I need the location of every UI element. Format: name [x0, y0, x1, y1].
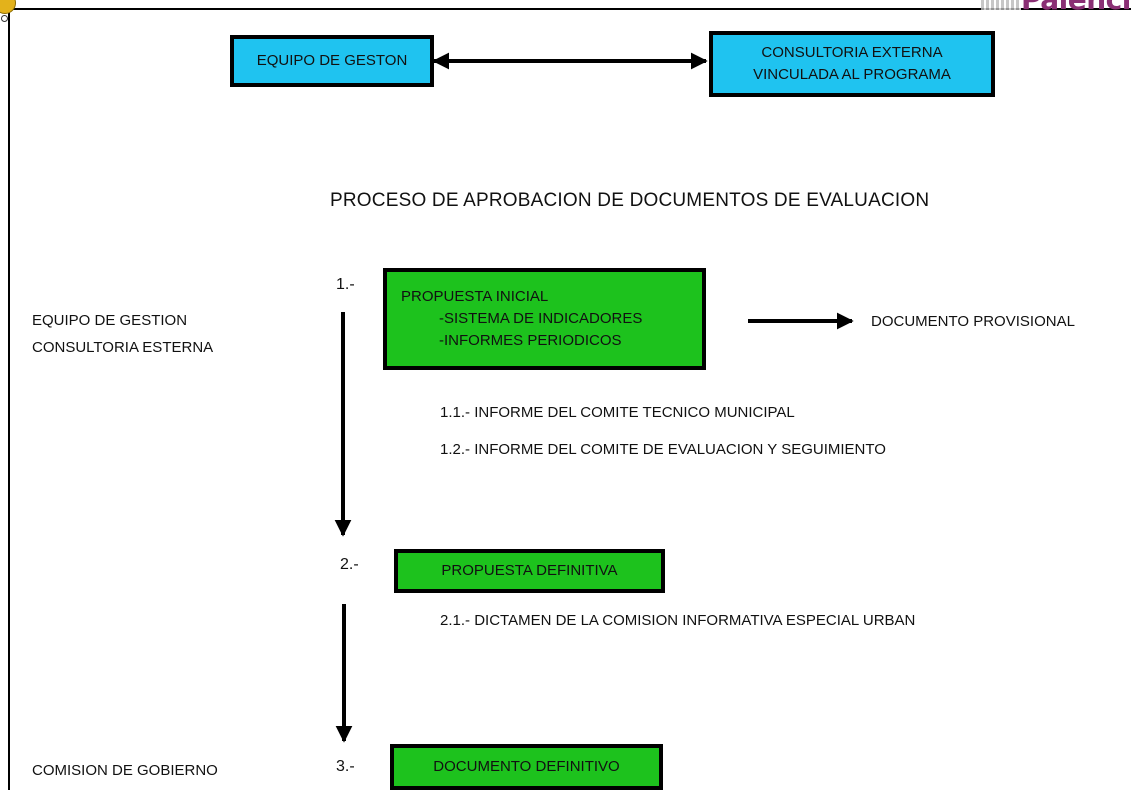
consultoria-externa-box: CONSULTORIA EXTERNA VINCULADA AL PROGRAM… [709, 31, 995, 97]
documento-definitivo-label: DOCUMENTO DEFINITIVO [433, 758, 620, 775]
propuesta-inicial-box: PROPUESTA INICIAL -SISTEMA DE INDICADORE… [383, 268, 706, 370]
substep-1-1: 1.1.- INFORME DEL COMITE TECNICO MUNICIP… [440, 404, 795, 422]
consultoria-box-line-1: CONSULTORIA EXTERNA [761, 44, 943, 61]
diagram-title: PROCESO DE APROBACION DE DOCUMENTOS DE E… [330, 190, 930, 211]
frame-top-border [8, 8, 1131, 10]
propuesta-definitiva-box: PROPUESTA DEFINITIVA [394, 549, 665, 593]
propuesta-definitiva-label: PROPUESTA DEFINITIVA [441, 562, 618, 579]
frame-left-border [8, 8, 10, 790]
substep-1-2-number: 1.2.- [440, 441, 471, 458]
substep-2-1: 2.1.- DICTAMEN DE LA COMISION INFORMATIV… [440, 612, 915, 630]
substep-1-2-text: INFORME DEL COMITE DE EVALUACION Y SEGUI… [474, 441, 886, 458]
step-1-number: 1.- [336, 276, 355, 293]
consultoria-box-line-2: VINCULADA AL PROGRAMA [753, 66, 951, 83]
substep-1-1-text: INFORME DEL COMITE TECNICO MUNICIPAL [474, 404, 795, 421]
propuesta-inicial-line-1: PROPUESTA INICIAL [401, 288, 549, 305]
coat-of-arms-logo [0, 0, 16, 14]
logo-wordmark: Palencia [1021, 0, 1131, 14]
substep-1-2: 1.2.- INFORME DEL COMITE DE EVALUACION Y… [440, 441, 886, 459]
documento-definitivo-box: DOCUMENTO DEFINITIVO [390, 744, 663, 790]
propuesta-inicial-line-2: -SISTEMA DE INDICADORES [439, 310, 643, 327]
bullet-dot-icon [1, 15, 8, 22]
equipo-gestion-box: EQUIPO DE GESTON [230, 35, 434, 87]
actor-label-line-1: EQUIPO DE GESTION [32, 312, 188, 329]
logo-building-graphic [981, 0, 1021, 10]
step-2-number: 2.- [340, 556, 359, 573]
substep-2-1-text: DICTAMEN DE LA COMISION INFORMATIVA ESPE… [474, 612, 916, 629]
step-3-number: 3.- [336, 758, 355, 775]
substep-2-1-number: 2.1.- [440, 612, 471, 629]
documento-provisional-label: DOCUMENTO PROVISIONAL [871, 313, 1075, 330]
palencia-logo: Palencia [981, 0, 1131, 16]
actor-label-line-2: CONSULTORIA ESTERNA [32, 339, 214, 356]
actor-label-last: COMISION DE GOBIERNO [32, 762, 218, 779]
equipo-gestion-box-label: EQUIPO DE GESTON [256, 52, 408, 69]
propuesta-inicial-line-3: -INFORMES PERIODICOS [439, 332, 622, 349]
substep-1-1-number: 1.1.- [440, 404, 471, 421]
